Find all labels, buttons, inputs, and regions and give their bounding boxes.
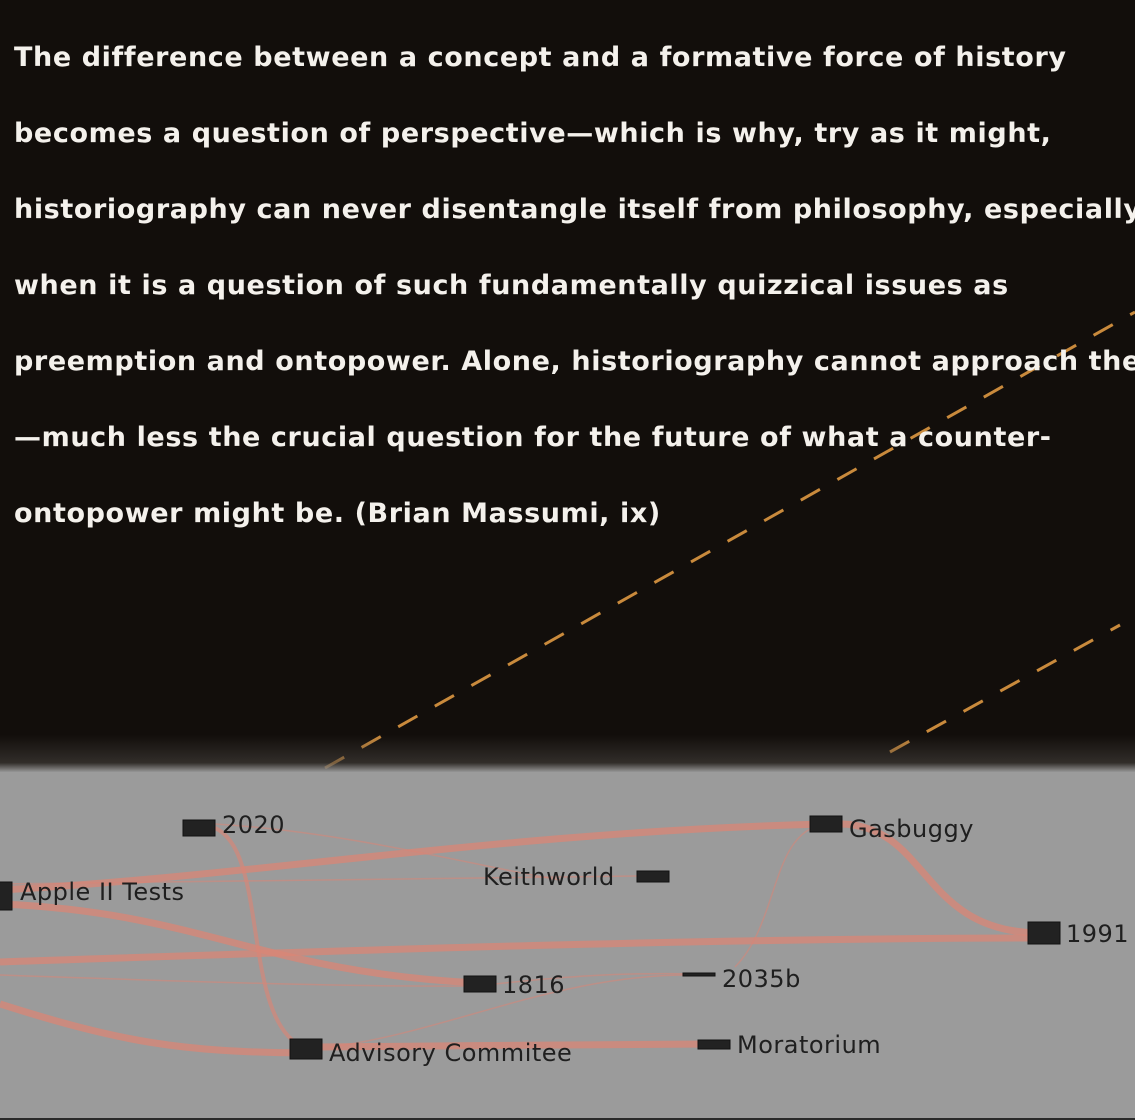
fade-transition <box>0 735 1135 772</box>
quote-line: becomes a question of perspective—which … <box>14 118 1052 149</box>
edge-2035b-gasbuggy <box>734 823 826 968</box>
node-marker[interactable] <box>697 1039 731 1050</box>
quote-text: The difference between a concept and a f… <box>14 20 1135 552</box>
node-graph: 2020 Gasbuggy Keithworld Apple II Tests … <box>0 811 1129 1067</box>
node-keithworld[interactable]: Keithworld <box>483 863 670 891</box>
quote-line: ontopower might be. (Brian Massumi, ix) <box>14 498 661 529</box>
quote-line: when it is a question of such fundamenta… <box>14 270 1009 301</box>
node-label: Moratorium <box>737 1031 881 1059</box>
node-label: Gasbuggy <box>849 815 974 843</box>
graph-edges <box>0 820 1041 1057</box>
node-marker[interactable] <box>289 1038 323 1060</box>
edge-apple-keithworld <box>0 875 641 885</box>
node-marker[interactable] <box>1027 921 1061 945</box>
quote-panel: The difference between a concept and a f… <box>0 20 1135 772</box>
node-advisory-commitee[interactable]: Advisory Commitee <box>289 1038 572 1067</box>
graph-panel: 2020 Gasbuggy Keithworld Apple II Tests … <box>0 772 1135 1120</box>
node-label: 2035b <box>722 965 801 993</box>
node-label: Apple II Tests <box>20 878 185 906</box>
dashed-line-upper <box>324 310 1135 770</box>
node-moratorium[interactable]: Moratorium <box>697 1031 881 1059</box>
node-label: Advisory Commitee <box>329 1039 572 1067</box>
edge-advisory-2035b <box>329 974 701 1048</box>
node-label: 1816 <box>502 971 565 999</box>
node-label: Keithworld <box>483 863 615 891</box>
node-marker[interactable] <box>182 819 216 837</box>
dashed-trajectory-lines <box>324 310 1135 770</box>
edge-left-advisory <box>0 1000 306 1057</box>
graph-nodes: 2020 Gasbuggy Keithworld Apple II Tests … <box>0 811 1129 1067</box>
edge-1816-2035b <box>494 972 701 985</box>
edge-apple-1816 <box>0 900 479 987</box>
node-marker[interactable] <box>682 972 716 977</box>
node-1991[interactable]: 1991 <box>1027 920 1129 948</box>
node-marker[interactable] <box>636 870 670 883</box>
node-marker[interactable] <box>809 815 843 833</box>
node-marker[interactable] <box>463 975 497 993</box>
node-label: 1991 <box>1066 920 1129 948</box>
edge-gasbuggy-1991 <box>841 820 1041 937</box>
quote-line: preemption and ontopower. Alone, histori… <box>14 346 1135 377</box>
quote-line: —much less the crucial question for the … <box>14 422 1052 453</box>
node-marker[interactable] <box>0 881 13 911</box>
node-1816[interactable]: 1816 <box>463 971 565 999</box>
node-2020[interactable]: 2020 <box>182 811 285 839</box>
edge-left-1991 <box>0 934 1041 966</box>
edge-advisory-moratorium <box>319 1040 713 1051</box>
edge-2020-advisory <box>214 826 306 1050</box>
quote-line: The difference between a concept and a f… <box>14 42 1067 73</box>
node-label: 2020 <box>222 811 285 839</box>
dashed-line-lower <box>889 623 1121 754</box>
node-apple-ii-tests[interactable]: Apple II Tests <box>0 878 185 911</box>
edge-left-1816 <box>0 974 479 987</box>
node-gasbuggy[interactable]: Gasbuggy <box>809 815 974 843</box>
quote-line: historiography can never disentangle its… <box>14 194 1135 225</box>
edge-2020-keithworld <box>214 823 561 881</box>
node-2035b[interactable]: 2035b <box>682 965 801 993</box>
